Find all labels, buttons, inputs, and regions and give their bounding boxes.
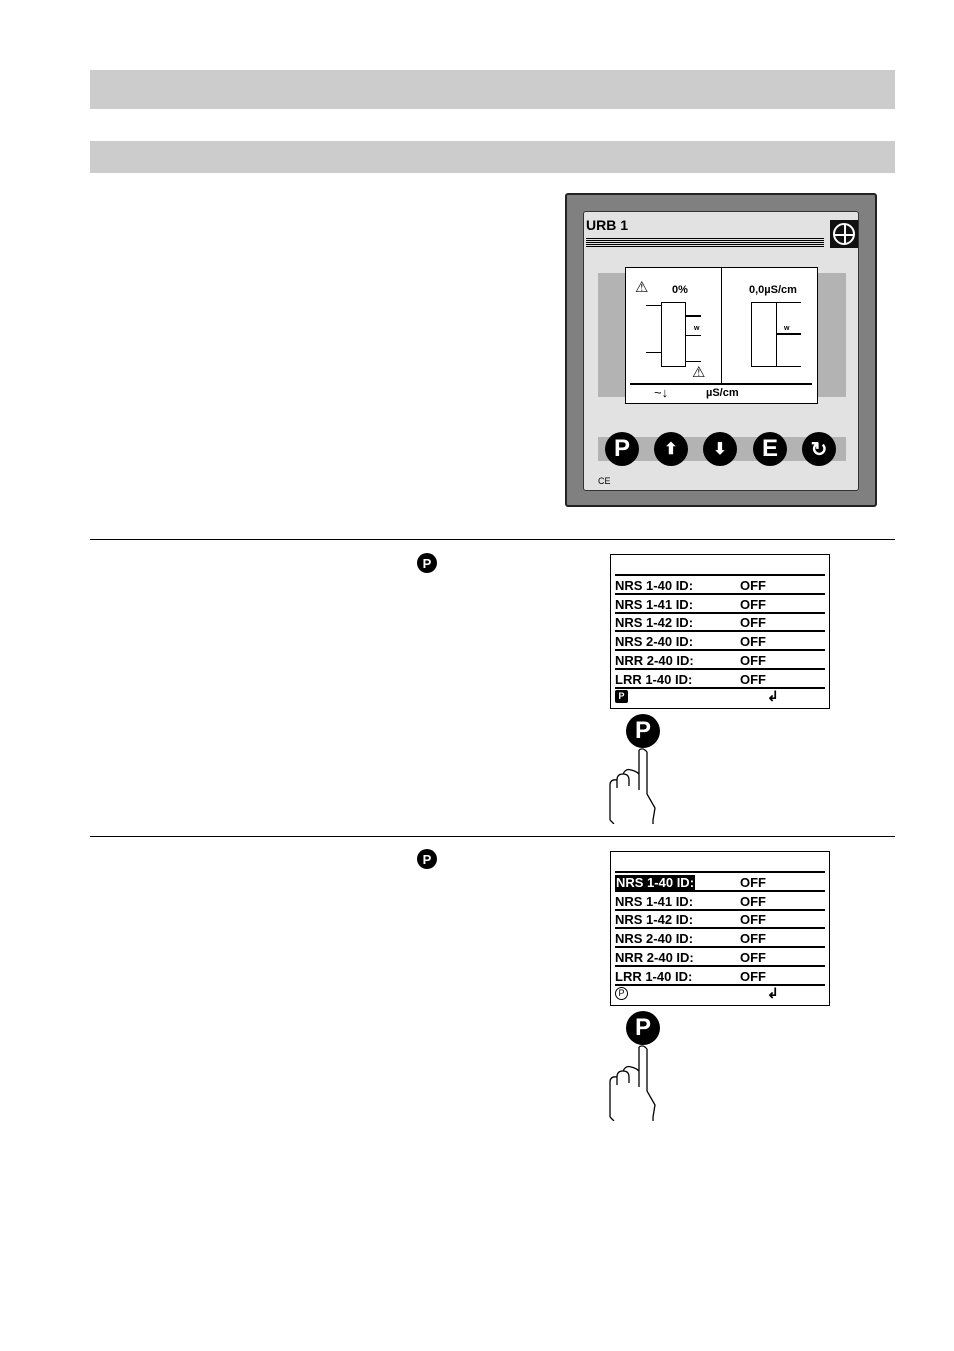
row-label: NRS 1-41 ID: [615,596,694,612]
warning-icon: ⚠ [692,364,706,381]
p-footer-icon: P [615,987,628,1000]
row-value: OFF [740,968,766,984]
row-value: OFF [740,634,766,650]
hand-pointer-icon [609,748,656,824]
gestra-logo [830,220,858,248]
unit-label: µS/cm [706,387,739,399]
p-button[interactable]: P [605,432,639,466]
list-item[interactable]: NRR 2-40 ID: OFF [615,651,825,670]
list-item[interactable]: NRS 2-40 ID: OFF [615,929,825,949]
list-item[interactable]: NRR 2-40 ID: OFF [615,948,825,967]
up-button[interactable]: ⬆ [654,432,688,466]
title-stripes [586,238,824,248]
list-item[interactable]: NRS 1-40 ID: OFF [615,873,825,892]
row-label: NRS 1-42 ID: [615,615,694,631]
row-label: NRS 1-40 ID: [615,578,694,593]
device-panel: URB 1 ⚠ 0% w ⚠ 0,0µS/cm w ~↓ µS/cm P ⬆ ⬇… [583,211,859,491]
list-item[interactable]: NRS 1-42 ID: OFF [615,910,825,930]
warning-icon: ⚠ [635,279,649,296]
row-label: NRS 1-42 ID: [615,912,694,928]
row-label: NRR 2-40 ID: [615,652,694,668]
divider [90,539,895,540]
row-value: OFF [740,578,766,593]
row-label: NRS 1-41 ID: [615,893,694,909]
row-label: NRS 2-40 ID: [615,634,694,650]
p-button-press[interactable]: P [626,1011,660,1045]
down-button[interactable]: ⬇ [703,432,737,466]
enter-icon: ↲ [767,688,779,704]
row-label: NRS 1-40 ID: [615,875,696,890]
row-value: OFF [740,615,766,631]
list-item[interactable]: NRS 1-41 ID: OFF [615,892,825,911]
reset-button[interactable]: ↻ [802,432,836,466]
row-value: OFF [740,912,766,928]
ce-mark: CE [598,476,611,486]
list-item[interactable]: NRS 2-40 ID: OFF [615,632,825,652]
divider [90,836,895,837]
row-value: OFF [740,671,766,687]
conductivity-readout: 0,0µS/cm [749,284,797,296]
list-item[interactable]: LRR 1-40 ID: OFF [615,670,825,689]
drain-icon: ~↓ [654,385,669,400]
list-item[interactable]: LRR 1-40 ID: OFF [615,967,825,986]
section-bar [90,141,895,173]
row-label: LRR 1-40 ID: [615,671,693,687]
p-key-icon: P [417,553,437,573]
urb1-device: URB 1 ⚠ 0% w ⚠ 0,0µS/cm w ~↓ µS/cm P ⬆ ⬇… [565,193,877,507]
device-title: URB 1 [586,217,629,233]
p-button-press[interactable]: P [626,714,660,748]
list-item[interactable]: NRS 1-41 ID: OFF [615,595,825,614]
row-value: OFF [740,875,766,890]
device-display: ⚠ 0% w ⚠ 0,0µS/cm w ~↓ µS/cm [625,267,818,404]
row-value: OFF [740,931,766,947]
row-value: OFF [740,949,766,965]
row-label: NRR 2-40 ID: [615,949,694,965]
list-item[interactable]: NRS 1-40 ID: OFF [615,576,825,595]
row-value: OFF [740,652,766,668]
row-value: OFF [740,596,766,612]
row-label: LRR 1-40 ID: [615,968,693,984]
e-button[interactable]: E [753,432,787,466]
level-readout: 0% [672,284,688,296]
w-label: w [694,325,700,332]
row-value: OFF [740,893,766,909]
p-footer-icon: P [615,690,628,703]
level-bar [661,302,686,367]
p-key-icon: P [417,849,437,869]
header-bar [90,70,895,109]
enter-icon: ↲ [767,985,779,1001]
row-label: NRS 2-40 ID: [615,931,694,947]
hand-pointer-icon [609,1045,656,1121]
list-item[interactable]: NRS 1-42 ID: OFF [615,613,825,633]
